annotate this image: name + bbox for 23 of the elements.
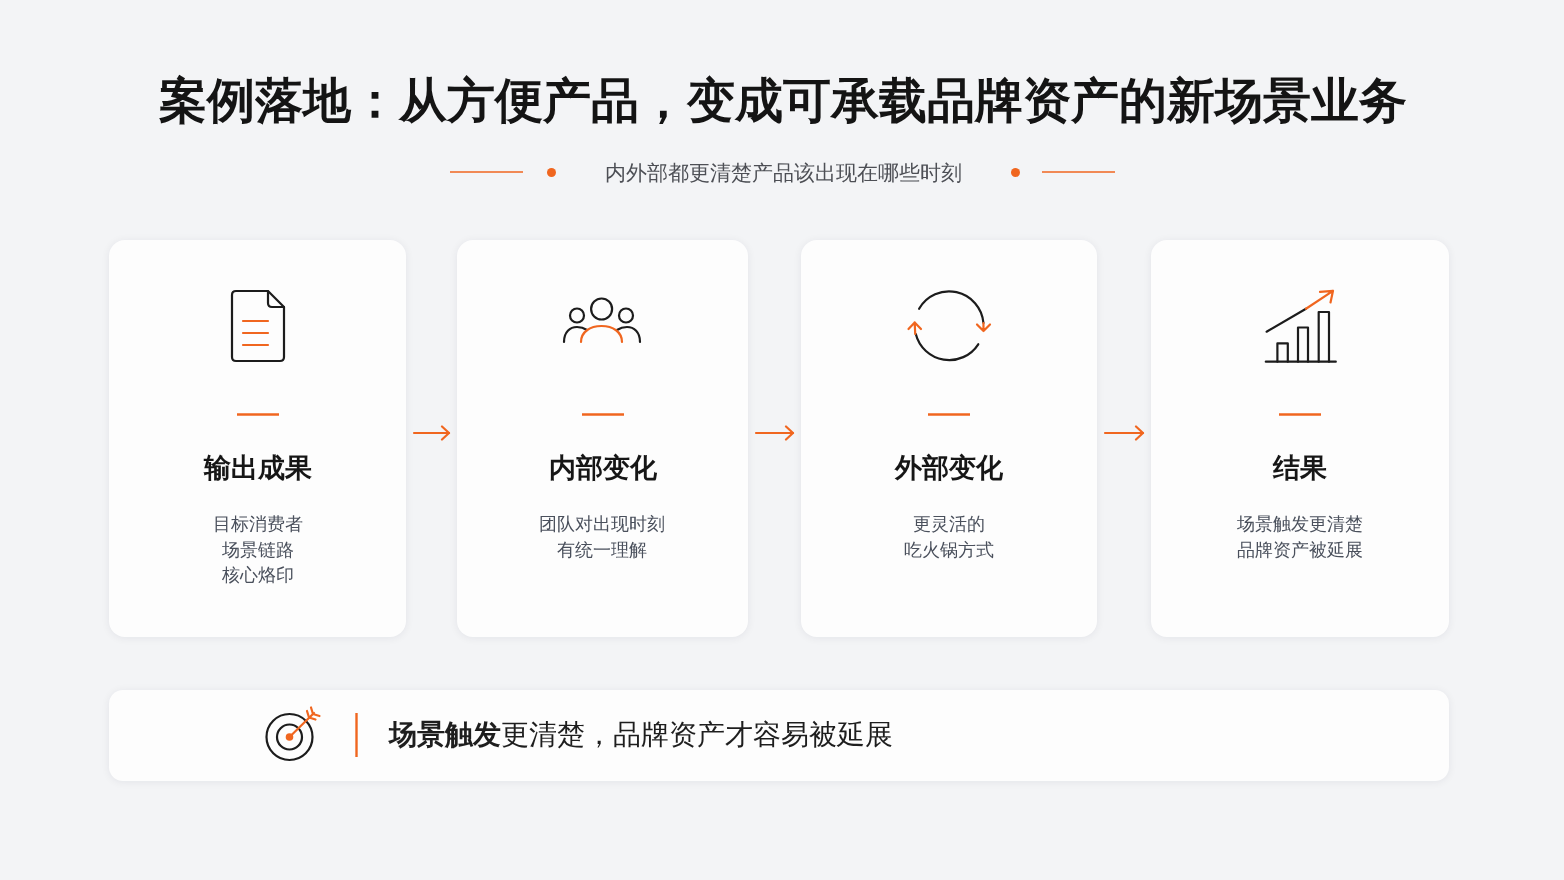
- title: 案例落地：从方便产品，变成可承载品牌资产的新场景业务: [159, 71, 1407, 130]
- step-card: [1151, 240, 1449, 637]
- card-text: 核心烙印: [221, 563, 294, 587]
- card-text: 品牌资产被延展: [1237, 537, 1363, 562]
- step-card: [109, 240, 406, 637]
- card-heading: 外部变化: [895, 451, 1003, 485]
- card-text: 目标消费者: [212, 512, 303, 536]
- card-text: 场景链路: [221, 537, 294, 562]
- card-heading: 结果: [1273, 451, 1327, 485]
- arrow: [754, 425, 795, 441]
- card-text: 更灵活的: [913, 512, 985, 536]
- summary-bar: [109, 690, 1449, 781]
- summary-text: 场景触发更清楚，品牌资产才容易被延展: [389, 717, 893, 753]
- card-text: 场景触发更清楚: [1237, 512, 1363, 536]
- step-card: [801, 240, 1097, 637]
- card-text: 吃火锅方式: [904, 537, 994, 562]
- card-heading: 输出成果: [203, 451, 312, 485]
- card-text: 团队对出现时刻有统一理解: [538, 512, 667, 562]
- subtitle: 内外部都更清楚产品该出现在哪些时刻: [604, 160, 962, 187]
- step-card: [457, 240, 748, 637]
- arrow: [1103, 425, 1145, 441]
- card-heading: 内部变化: [548, 451, 657, 485]
- arrow: [412, 425, 451, 441]
